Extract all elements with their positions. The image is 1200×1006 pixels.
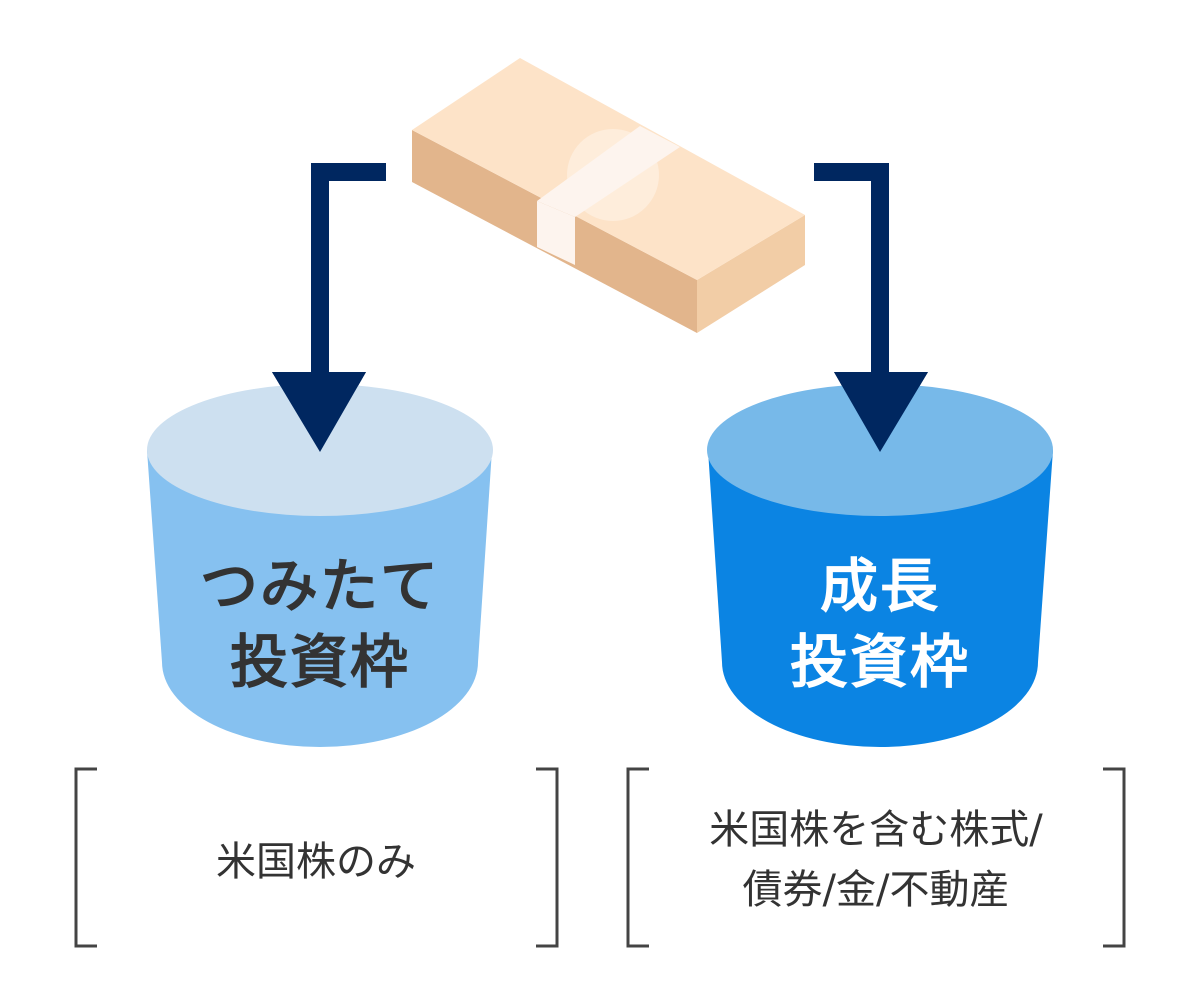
right-description-bracket bbox=[626, 767, 1126, 948]
tsumitate-cylinder bbox=[147, 372, 493, 747]
description-line: 米国株を含む株式/ bbox=[709, 807, 1043, 853]
bill-band-top bbox=[537, 126, 680, 217]
label-line: つみたて bbox=[199, 552, 440, 620]
left-arrow-head-overlay bbox=[272, 372, 366, 452]
bill-side-right bbox=[697, 215, 805, 333]
description-line: 米国株のみ bbox=[216, 839, 416, 885]
description-line: 債券/金/不動産 bbox=[742, 867, 1010, 913]
tsumitate-frame-label: つみたて 投資枠 bbox=[150, 548, 490, 700]
right-arrow-head-overlay bbox=[834, 372, 928, 452]
label-line: 成長 bbox=[819, 552, 940, 620]
bracket-open bbox=[626, 767, 649, 948]
right-cylinder-body bbox=[708, 450, 1053, 747]
label-line: 投資枠 bbox=[789, 628, 970, 696]
growth-description: 米国株を含む株式/ 債券/金/不動産 bbox=[628, 800, 1124, 920]
left-cylinder-body bbox=[147, 450, 492, 747]
label-line: 投資枠 bbox=[229, 628, 410, 696]
tsumitate-description: 米国株のみ bbox=[76, 832, 556, 892]
left-description-bracket bbox=[74, 767, 559, 948]
bill-band-side bbox=[537, 201, 575, 265]
bracket-close bbox=[1103, 767, 1126, 948]
growth-frame-label: 成長 投資枠 bbox=[710, 548, 1050, 700]
bracket-close bbox=[536, 767, 559, 948]
growth-cylinder bbox=[707, 372, 1053, 747]
banknote-bundle-icon bbox=[412, 58, 805, 333]
arrow-left-shaft bbox=[311, 163, 386, 382]
arrow-right-shaft bbox=[814, 163, 889, 382]
bracket-open bbox=[74, 767, 97, 948]
